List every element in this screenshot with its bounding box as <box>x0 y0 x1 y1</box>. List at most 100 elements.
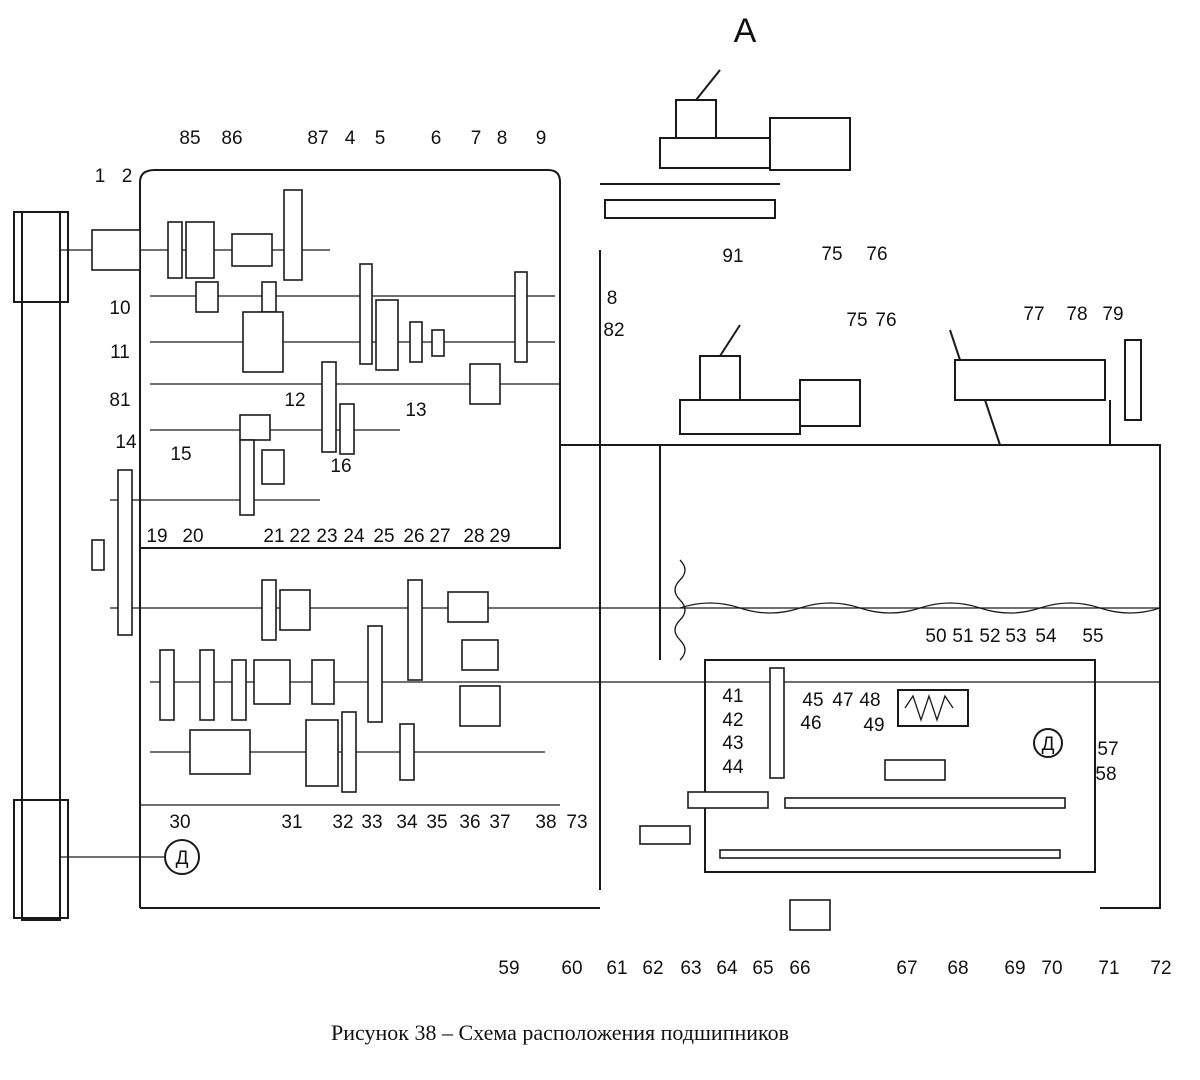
label: 59 <box>498 958 519 979</box>
figure-caption: Рисунок 38 – Схема расположения подшипни… <box>331 1020 789 1045</box>
labels-gearbox-bottom: 30 31 32 33 34 35 36 37 38 73 <box>169 812 587 833</box>
label: 25 <box>373 526 394 547</box>
label: 76 <box>866 244 887 265</box>
svg-text:Д: Д <box>1042 734 1055 755</box>
label: 75 <box>821 244 842 265</box>
label: 52 <box>979 626 1000 647</box>
label: 15 <box>170 444 191 465</box>
label: 68 <box>947 958 968 979</box>
label: 14 <box>115 432 137 453</box>
label: 62 <box>642 958 663 979</box>
label: 20 <box>182 526 203 547</box>
label: 77 <box>1023 304 1044 325</box>
label: 9 <box>536 128 547 149</box>
label: 10 <box>109 298 130 319</box>
label: 21 <box>263 526 284 547</box>
label: 24 <box>343 526 365 547</box>
label: 46 <box>800 713 821 734</box>
label: 86 <box>221 128 242 149</box>
label: 45 <box>802 690 823 711</box>
label: 13 <box>405 400 426 421</box>
label: 35 <box>426 812 447 833</box>
gearbox-gears <box>159 579 501 793</box>
bed <box>560 250 1161 909</box>
labels-headstock-side: 10 11 81 12 13 14 15 16 8 82 <box>109 288 624 477</box>
label: 64 <box>716 958 738 979</box>
carriage-side <box>679 324 861 435</box>
label: 2 <box>122 166 133 187</box>
label: 42 <box>722 710 743 731</box>
labels-apron-bottom: 59 60 61 62 63 64 65 66 67 68 69 70 71 7… <box>498 958 1171 979</box>
label: 63 <box>680 958 701 979</box>
label: 71 <box>1098 958 1119 979</box>
label: 65 <box>752 958 773 979</box>
label: 8 <box>497 128 508 149</box>
label: 27 <box>429 526 450 547</box>
tailstock <box>949 329 1142 446</box>
label: 19 <box>146 526 167 547</box>
label: 31 <box>281 812 302 833</box>
label: 34 <box>396 812 418 833</box>
label: 67 <box>896 958 917 979</box>
label: 5 <box>375 128 386 149</box>
label: 29 <box>489 526 510 547</box>
label: 44 <box>722 757 744 778</box>
label: 72 <box>1150 958 1171 979</box>
label: 12 <box>284 390 305 411</box>
label: 60 <box>561 958 582 979</box>
label: 51 <box>952 626 973 647</box>
view-label: А <box>734 12 757 50</box>
label: 38 <box>535 812 556 833</box>
label: 87 <box>307 128 328 149</box>
label: 1 <box>95 166 106 187</box>
label: 41 <box>722 686 743 707</box>
label: 82 <box>603 320 624 341</box>
headstock-housing <box>139 169 600 909</box>
label: 79 <box>1102 304 1123 325</box>
label: 8 <box>607 288 618 309</box>
label: 4 <box>345 128 356 149</box>
headstock-gears <box>91 189 528 636</box>
label: 57 <box>1097 739 1118 760</box>
label: 75 <box>846 310 867 331</box>
svg-text:Д: Д <box>176 848 189 869</box>
label: 30 <box>169 812 190 833</box>
label: 91 <box>722 246 743 267</box>
belt-drive <box>13 211 165 921</box>
label: 16 <box>330 456 351 477</box>
label: 85 <box>179 128 200 149</box>
label: 66 <box>789 958 810 979</box>
label: 43 <box>722 733 743 754</box>
label: 76 <box>875 310 896 331</box>
label: 33 <box>361 812 382 833</box>
apron: Д <box>639 659 1096 931</box>
label: 73 <box>566 812 587 833</box>
label: 11 <box>110 342 130 363</box>
label: 54 <box>1035 626 1057 647</box>
labels-gearbox-top: 19 20 21 22 23 24 25 26 27 28 29 <box>146 526 510 547</box>
labels-carriage: 75 76 91 75 76 <box>722 244 896 331</box>
main-motor: Д <box>164 839 200 875</box>
label: 53 <box>1005 626 1026 647</box>
label: 50 <box>925 626 946 647</box>
label: 81 <box>109 390 130 411</box>
label: 49 <box>863 715 884 736</box>
label: 22 <box>289 526 310 547</box>
label: 23 <box>316 526 337 547</box>
labels-tailstock: 77 78 79 <box>1023 304 1123 325</box>
label: 36 <box>459 812 480 833</box>
label: 47 <box>832 690 853 711</box>
label: 69 <box>1004 958 1025 979</box>
label: 78 <box>1066 304 1087 325</box>
label: 58 <box>1095 764 1116 785</box>
label: 32 <box>332 812 353 833</box>
label: 26 <box>403 526 424 547</box>
label: 6 <box>431 128 442 149</box>
labels-top: 1 2 85 86 87 4 5 6 7 8 9 <box>95 128 547 187</box>
label: 37 <box>489 812 510 833</box>
label: 7 <box>471 128 482 149</box>
label: 48 <box>859 690 880 711</box>
label: 55 <box>1082 626 1103 647</box>
labels-apron-inner: 41 42 43 44 45 46 47 48 49 50 51 52 53 5… <box>722 626 1118 785</box>
